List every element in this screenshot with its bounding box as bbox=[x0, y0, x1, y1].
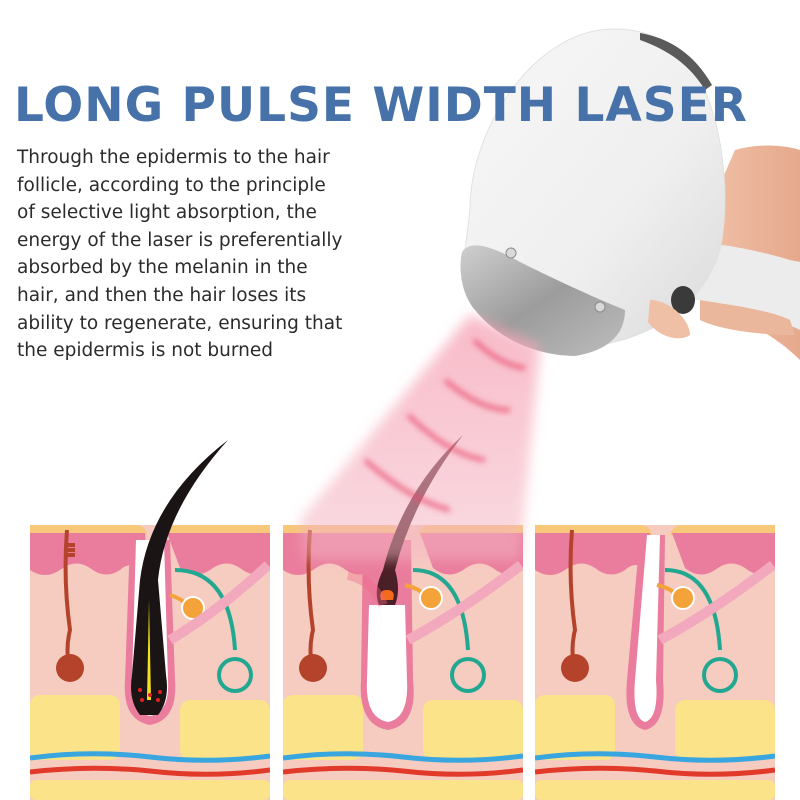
description-line: of selective light absorption, the bbox=[17, 202, 317, 224]
skin-diagram-after bbox=[535, 430, 775, 800]
description-text: Through the epidermis to the hair follic… bbox=[17, 144, 357, 365]
hair-follicle-after-illustration bbox=[535, 525, 775, 800]
skin-diagram-before bbox=[30, 430, 270, 800]
description-line: ability to regenerate, ensuring that bbox=[17, 312, 343, 334]
skin-diagram-during bbox=[283, 430, 523, 800]
description-line: hair, and then the hair loses its bbox=[17, 284, 307, 306]
description-line: the epidermis is not burned bbox=[17, 340, 274, 362]
description-line: Through the epidermis to the hair bbox=[17, 147, 330, 168]
hair-follicle-during-illustration bbox=[283, 435, 523, 800]
description-line: absorbed by the melanin in the bbox=[17, 257, 308, 279]
description-line: energy of the laser is preferentially bbox=[17, 229, 343, 251]
page-title: LONG PULSE WIDTH LASER bbox=[14, 78, 748, 133]
description-line: follicle, according to the principle bbox=[17, 174, 326, 196]
hair-follicle-before-illustration bbox=[30, 440, 270, 800]
